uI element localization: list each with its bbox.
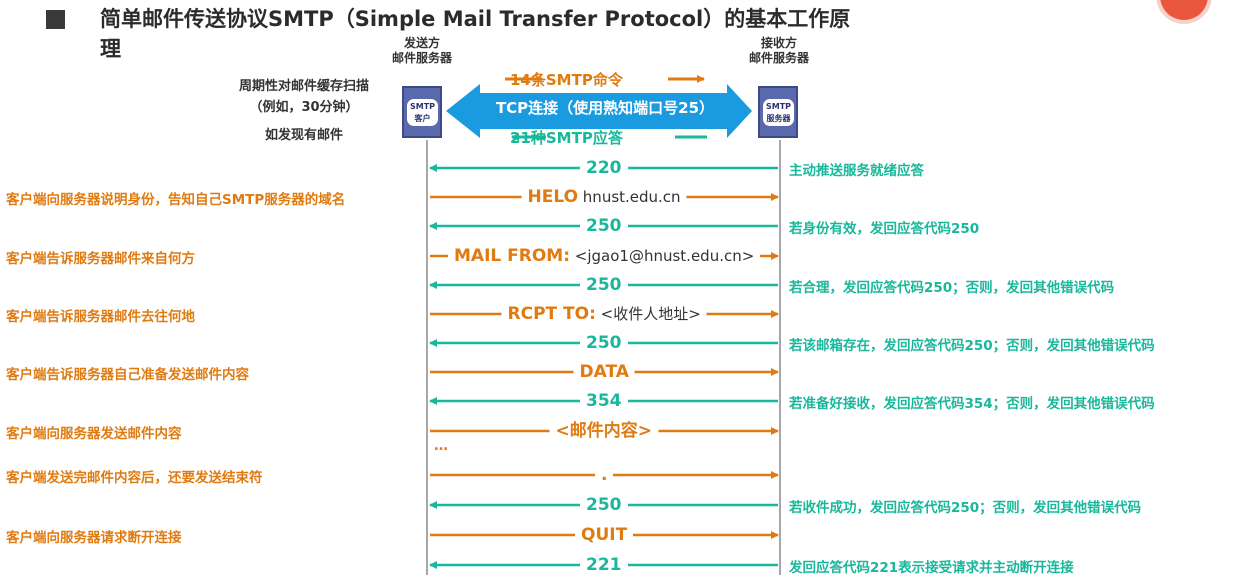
sender-chip: SMTP 客户 — [407, 99, 438, 126]
sender-caption-line1: 发送方 — [403, 36, 440, 50]
server-reply-note: 若收件成功，发回应答代码250；否则，发回其他错误代码 — [789, 500, 1142, 516]
sender-chip-line1: SMTP — [409, 102, 436, 111]
receiver-chip: SMTP 服务器 — [763, 99, 794, 126]
message-keyword: QUIT — [581, 525, 628, 545]
message-keyword: <邮件内容> — [555, 421, 653, 441]
message-label: 250 — [586, 495, 622, 515]
message-label: QUIT — [581, 525, 627, 545]
receiver-caption-line2: 邮件服务器 — [748, 51, 809, 65]
message-keyword: RCPT TO: — [507, 304, 596, 324]
client-step-note: 客户端发送完邮件内容后，还要发送结束符 — [6, 470, 263, 486]
message-label: 221 — [586, 555, 622, 575]
tcp-connection-label: TCP连接（使用熟知端口号25） — [495, 99, 715, 117]
corner-badge — [1160, 0, 1208, 20]
page-title: 简单邮件传送协议SMTP（Simple Mail Transfer Protoc… — [100, 7, 851, 31]
sender-caption: 发送方 邮件服务器 — [387, 36, 457, 66]
server-reply-note: 若准备好接收，发回应答代码354；否则，发回其他错误代码 — [789, 396, 1155, 412]
message-label: DATA — [580, 362, 629, 382]
message-argument: <收件人地址> — [595, 305, 701, 323]
commands-label: 14条SMTP命令 — [510, 71, 623, 89]
message-keyword: DATA — [579, 362, 629, 382]
replies-label: 21种SMTP应答 — [510, 129, 623, 147]
client-step-note: 客户端告诉服务器邮件来自何方 — [6, 251, 195, 267]
server-reply-note: 若该邮箱存在，发回应答代码250；否则，发回其他错误代码 — [789, 338, 1155, 354]
server-reply-note: 发回应答代码221表示接受请求并主动断开连接 — [789, 560, 1074, 576]
scan-note-line3: 如发现有邮件 — [264, 128, 343, 143]
client-step-note: 客户端向服务器发送邮件内容 — [6, 426, 182, 442]
message-label: MAIL FROM: <jgao1@hnust.edu.cn> — [454, 246, 754, 266]
client-step-note: 客户端向服务器说明身份，告知自己SMTP服务器的域名 — [6, 192, 346, 208]
message-argument: hnust.edu.cn — [578, 188, 681, 206]
message-keyword: 221 — [586, 555, 622, 575]
receiver-chip-line1: SMTP — [765, 102, 792, 111]
server-reply-note: 主动推送服务就绪应答 — [789, 163, 924, 179]
message-keyword: 250 — [586, 495, 622, 515]
server-reply-note: 若身份有效，发回应答代码250 — [789, 221, 980, 237]
scan-note-line2: （例如，30分钟） — [249, 100, 359, 115]
title-bullet — [46, 10, 65, 29]
message-label: 250 — [586, 216, 622, 236]
scan-note-line1: 周期性对邮件缓存扫描 — [238, 79, 369, 94]
message-label: 220 — [586, 158, 622, 178]
message-label: RCPT TO: <收件人地址> — [508, 304, 701, 324]
client-step-note: 客户端向服务器请求断开连接 — [6, 530, 182, 546]
message-keyword: 354 — [586, 391, 622, 411]
message-arrows — [429, 164, 779, 569]
receiver-server-icon: SMTP 服务器 — [758, 86, 798, 138]
message-label: 250 — [586, 275, 622, 295]
message-keyword: HELO — [527, 187, 579, 207]
sender-caption-line2: 邮件服务器 — [391, 51, 452, 65]
client-step-note: 客户端告诉服务器邮件去往何地 — [6, 309, 195, 325]
tcp-connection-arrow — [446, 84, 752, 138]
message-keyword: . — [601, 465, 608, 485]
message-keyword: MAIL FROM: — [454, 246, 571, 266]
message-label: HELO hnust.edu.cn — [528, 187, 681, 207]
receiver-caption-line1: 接收方 — [760, 36, 797, 50]
sender-chip-line2: 客户 — [414, 114, 431, 123]
message-keyword: 250 — [586, 333, 622, 353]
message-label: 250 — [586, 333, 622, 353]
message-label: <邮件内容> — [556, 421, 653, 441]
sender-server-icon: SMTP 客户 — [402, 86, 442, 138]
message-argument: <jgao1@hnust.edu.cn> — [570, 247, 755, 265]
message-label: . — [601, 465, 607, 485]
client-step-note: 客户端告诉服务器自己准备发送邮件内容 — [6, 367, 249, 383]
message-keyword: 250 — [586, 275, 622, 295]
ellipsis: … — [434, 438, 449, 454]
message-label: 354 — [586, 391, 622, 411]
receiver-chip-line2: 服务器 — [766, 114, 791, 123]
server-reply-note: 若合理，发回应答代码250；否则，发回其他错误代码 — [789, 280, 1115, 296]
receiver-caption: 接收方 邮件服务器 — [739, 36, 819, 66]
page-title-continued: 理 — [100, 37, 121, 61]
scan-note: 周期性对邮件缓存扫描 （例如，30分钟） 如发现有邮件 — [214, 76, 394, 146]
message-keyword: 220 — [586, 158, 622, 178]
message-keyword: 250 — [586, 216, 622, 236]
